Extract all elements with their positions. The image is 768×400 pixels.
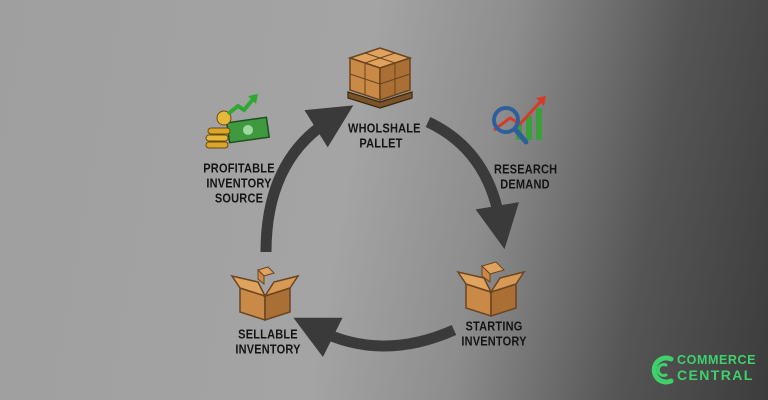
chart-magnifier-icon [492,96,546,145]
node-label-line: STARTING [465,320,523,334]
commerce-central-logo: COMMERCE CENTRAL [647,350,765,390]
node-starting-inventory: STARTING INVENTORY [456,320,532,350]
arrow-left [260,105,354,253]
pallet-icon [347,47,413,109]
node-research-demand: RESEARCH DEMAND [494,163,558,193]
money-growth-icon [205,94,271,149]
node-label-line: INVENTORY [235,343,301,357]
logo-wordmark: COMMERCE CENTRAL [677,353,756,383]
open-box-icon [456,261,526,318]
node-label-line: WHOLSHALE [348,122,421,136]
node-sellable-inventory: SELLABLE INVENTORY [230,328,306,358]
node-label-line: INVENTORY [206,177,272,191]
node-wholesale-pallet: WHOLSHALE PALLET [348,122,421,152]
node-label-line: INVENTORY [461,335,527,349]
logo-line: COMMERCE [677,353,757,367]
arrow-bottom [293,317,457,358]
node-label-line: RESEARCH [494,163,558,177]
arrow-top-right [425,117,519,250]
node-profitable-inventory-source: PROFITABLE INVENTORY SOURCE [198,162,280,207]
node-label-line: SELLABLE [238,328,298,342]
node-label-line: PROFITABLE [203,162,275,176]
open-box-icon [230,266,300,322]
node-label-line: DEMAND [500,178,550,192]
logo-mark-icon [651,355,674,385]
logo-line: CENTRAL [677,367,754,383]
node-label-line: PALLET [359,137,403,151]
node-label-line: SOURCE [214,191,264,206]
